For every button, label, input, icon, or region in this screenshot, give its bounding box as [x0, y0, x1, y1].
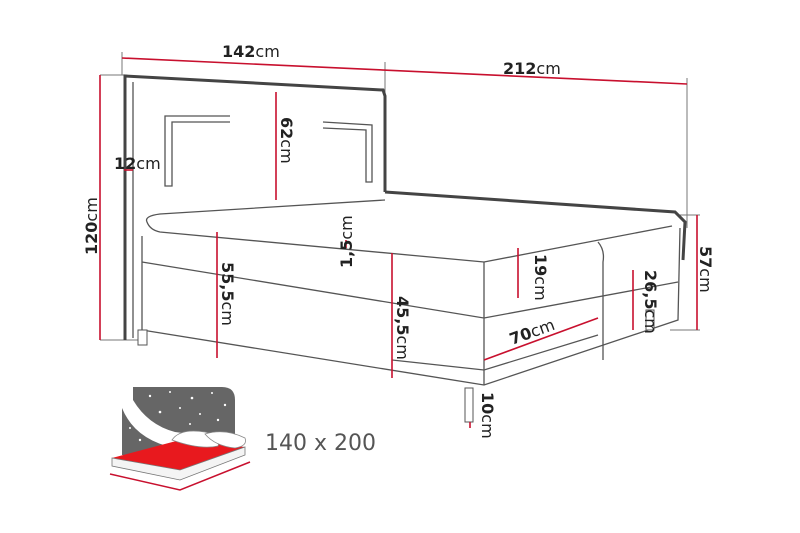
dim-label-62: 62cm [277, 117, 296, 164]
dimension-lines [99, 57, 698, 428]
dim-label-120: 120cm [82, 197, 101, 255]
mattress-size-label: 140 x 200 [265, 431, 376, 456]
dim-label-55-5: 55,5cm [218, 262, 237, 326]
mattress-size-icon [109, 387, 251, 491]
dim-label-10: 10cm [478, 392, 497, 439]
dim-label-212: 212cm [503, 59, 561, 78]
dim-label-70: 70cm [507, 315, 557, 349]
dim-label-45-5: 45,5cm [393, 296, 412, 360]
dim-label-19: 19cm [531, 254, 550, 301]
stars-icon [129, 391, 227, 442]
leg-front [464, 387, 474, 423]
dim-label-12: 12cm [114, 154, 161, 173]
leg-right [645, 309, 655, 331]
dim-label-142: 142cm [222, 42, 280, 61]
headboard [123, 74, 387, 340]
dim-label-57: 57cm [696, 246, 715, 293]
leg-left [137, 329, 148, 346]
dim-label-26-5: 26,5cm [641, 270, 660, 334]
bed-base [137, 190, 687, 423]
dim-label-1-5: 1,5cm [337, 215, 356, 268]
